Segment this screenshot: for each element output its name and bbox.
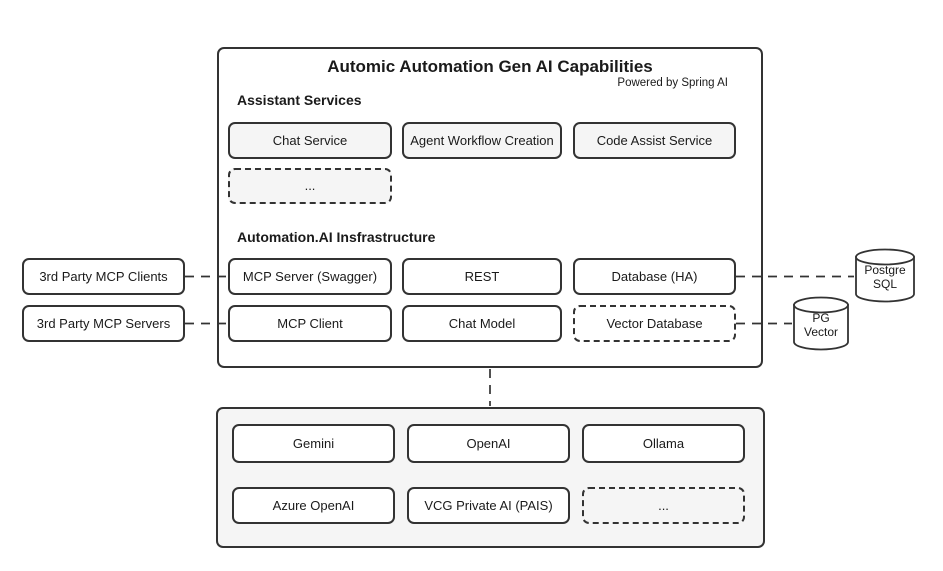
node-label: 3rd Party MCP Servers	[36, 315, 171, 331]
node-code-assist-service: Code Assist Service	[573, 122, 736, 159]
cylinder-label-line2: Vector	[803, 325, 839, 339]
node-gemini: Gemini	[232, 424, 395, 463]
database-cylinder-icon	[855, 248, 915, 303]
node-label: Agent Workflow Creation	[410, 132, 554, 148]
node-agent-workflow-creation: Agent Workflow Creation	[402, 122, 562, 159]
node-label: Code Assist Service	[596, 132, 713, 148]
node-label: Database (HA)	[611, 268, 698, 284]
node-database-ha: Database (HA)	[573, 258, 736, 295]
node-label: VCG Private AI (PAIS)	[424, 497, 553, 513]
node-assistant-services-more: ...	[228, 168, 392, 204]
cylinder-label: Postgre SQL	[854, 263, 916, 291]
node-providers-more: ...	[582, 487, 745, 524]
cylinder-pg-vector: PG Vector	[792, 296, 850, 352]
cylinder-label: PG Vector	[792, 311, 850, 339]
node-label: ...	[658, 497, 669, 513]
node-3rd-party-mcp-servers: 3rd Party MCP Servers	[22, 305, 185, 342]
diagram-title: Automic Automation Gen AI Capabilities	[327, 57, 653, 76]
node-label: ...	[304, 178, 316, 194]
node-mcp-server-swagger: MCP Server (Swagger)	[228, 258, 392, 295]
node-label: Vector Database	[606, 315, 703, 331]
node-chat-model: Chat Model	[402, 305, 562, 342]
node-ollama: Ollama	[582, 424, 745, 463]
node-label: MCP Server (Swagger)	[242, 268, 378, 284]
node-azure-openai: Azure OpenAI	[232, 487, 395, 524]
cylinder-label-line1: Postgre	[864, 263, 906, 277]
node-label: Gemini	[292, 435, 335, 451]
database-cylinder-icon	[793, 296, 849, 351]
node-openai: OpenAI	[407, 424, 570, 463]
node-label: MCP Client	[277, 315, 343, 331]
node-vcg-private-ai-pais: VCG Private AI (PAIS)	[407, 487, 570, 524]
node-chat-service: Chat Service	[228, 122, 392, 159]
node-rest: REST	[402, 258, 562, 295]
node-label: Chat Service	[272, 132, 348, 148]
node-label: Ollama	[642, 435, 685, 451]
node-label: 3rd Party MCP Clients	[39, 268, 168, 284]
node-3rd-party-mcp-clients: 3rd Party MCP Clients	[22, 258, 185, 295]
section-heading-infrastructure: Automation.AI Insfrastructure	[237, 229, 436, 245]
cylinder-label-line1: PG	[812, 311, 830, 325]
node-label: Chat Model	[448, 315, 516, 331]
node-label: OpenAI	[466, 435, 511, 451]
node-label: Azure OpenAI	[272, 497, 355, 513]
diagram-subtitle: Powered by Spring AI	[617, 77, 728, 89]
node-label: REST	[464, 268, 500, 284]
cylinder-label-line2: SQL	[872, 277, 897, 291]
node-mcp-client: MCP Client	[228, 305, 392, 342]
node-vector-database: Vector Database	[573, 305, 736, 342]
cylinder-postgre-sql: Postgre SQL	[854, 248, 916, 304]
section-heading-assistant-services: Assistant Services	[237, 92, 362, 108]
